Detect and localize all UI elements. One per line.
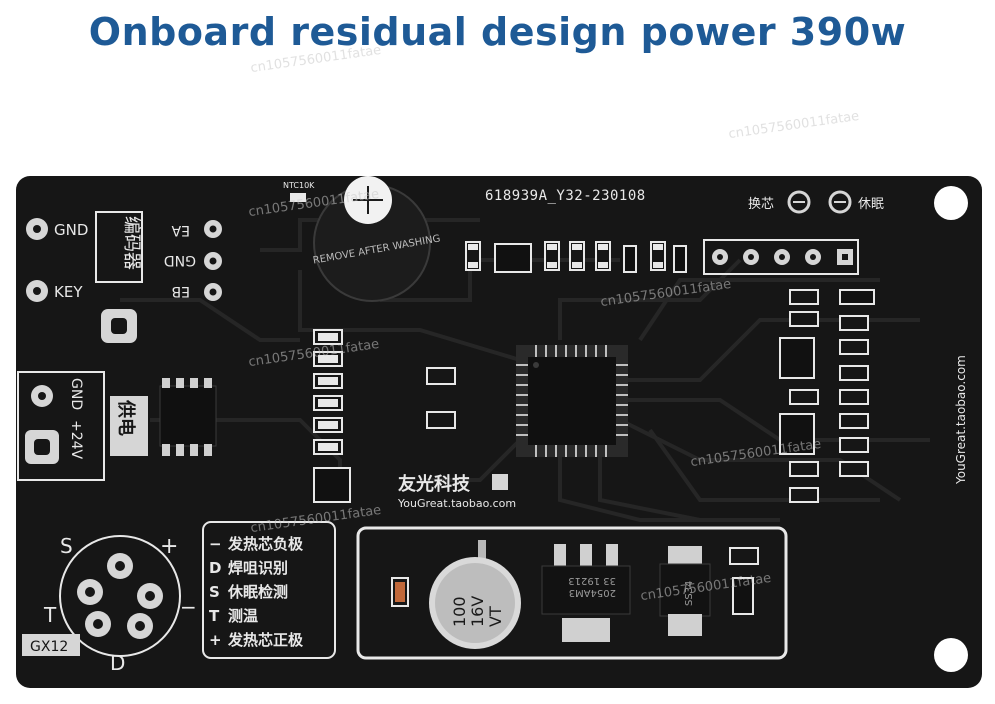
encoder-pin-ea: EA bbox=[171, 222, 190, 238]
gx12-label-d: D bbox=[110, 651, 125, 675]
legend-box bbox=[202, 521, 336, 659]
sop8-chip bbox=[159, 378, 217, 456]
encoder-pin-gnd: GND bbox=[164, 252, 196, 268]
brand-url: YouGreat.taobao.com bbox=[397, 497, 516, 510]
power-24v-label: +24V bbox=[68, 420, 84, 460]
regulator-code: 33 19213 bbox=[568, 575, 616, 586]
legend-key-3: T bbox=[209, 607, 220, 625]
legend-key-1: D bbox=[209, 559, 221, 577]
legend-desc-3: 测温 bbox=[228, 607, 258, 625]
capacitor: 100 16V VT bbox=[429, 540, 521, 649]
encoder-label: 编码器 bbox=[121, 216, 142, 270]
schottky-diode: SS34 bbox=[659, 546, 711, 636]
legend-key-0: − bbox=[209, 535, 222, 553]
mcu-chip bbox=[516, 345, 628, 457]
sleep-label: 休眠 bbox=[858, 197, 884, 212]
part-number: 618939A_Y32-230108 bbox=[485, 188, 646, 204]
gx12-name-box bbox=[22, 634, 80, 656]
resistor-column-right bbox=[789, 289, 869, 503]
regulator-marking: 2054AM3 bbox=[569, 587, 616, 598]
transistor-top bbox=[494, 243, 532, 273]
gx12-label-plus: + bbox=[160, 534, 178, 559]
gx12-label-t: T bbox=[43, 603, 57, 627]
diode-marking: SS34 bbox=[684, 581, 695, 606]
ntc-label: NTC10K bbox=[283, 181, 315, 190]
legend-desc-2: 休眠检测 bbox=[227, 583, 288, 601]
legend-key-4: + bbox=[209, 631, 222, 649]
power-gnd-label: GND bbox=[68, 378, 84, 410]
side-url: YouGreat.taobao.com bbox=[954, 355, 968, 485]
power-section-outline bbox=[356, 526, 788, 660]
encoder-label-box bbox=[95, 211, 143, 283]
gx12-name: GX12 bbox=[30, 639, 68, 655]
power-block bbox=[17, 371, 105, 481]
legend-desc-4: 发热芯正极 bbox=[227, 631, 304, 649]
sleep-pad bbox=[828, 190, 852, 214]
key-label: KEY bbox=[54, 283, 83, 301]
power-label: 供电 bbox=[115, 399, 137, 436]
encoder-pin-eb: EB bbox=[172, 283, 190, 299]
voltage-regulator: 2054AM3 33 19213 bbox=[541, 544, 631, 642]
gx12-label-minus: − bbox=[180, 595, 197, 619]
capacitor-voltage: 16V bbox=[468, 596, 487, 627]
power-label-box bbox=[110, 396, 148, 456]
copper-traces bbox=[120, 218, 930, 522]
headline-title: Onboard residual design power 390w bbox=[88, 10, 907, 54]
legend-desc-0: 发热芯负极 bbox=[227, 535, 304, 553]
capacitor-series: VT bbox=[486, 606, 505, 627]
legend-desc-1: 焊咀识别 bbox=[228, 559, 288, 577]
swap-label: 换芯 bbox=[748, 197, 774, 212]
capacitor-value: 100 bbox=[450, 596, 469, 627]
swap-pad bbox=[787, 190, 811, 214]
legend-key-2: S bbox=[209, 583, 220, 601]
mounting-hole-bottom-right bbox=[934, 638, 968, 672]
pin-header bbox=[703, 239, 859, 275]
gnd-label: GND bbox=[54, 221, 88, 239]
gx12-ring bbox=[59, 535, 181, 657]
gx12-label-s: S bbox=[60, 534, 73, 558]
mounting-hole-top-right bbox=[934, 186, 968, 220]
brand-name: 友光科技 bbox=[398, 473, 471, 495]
brand-logo bbox=[492, 474, 508, 490]
